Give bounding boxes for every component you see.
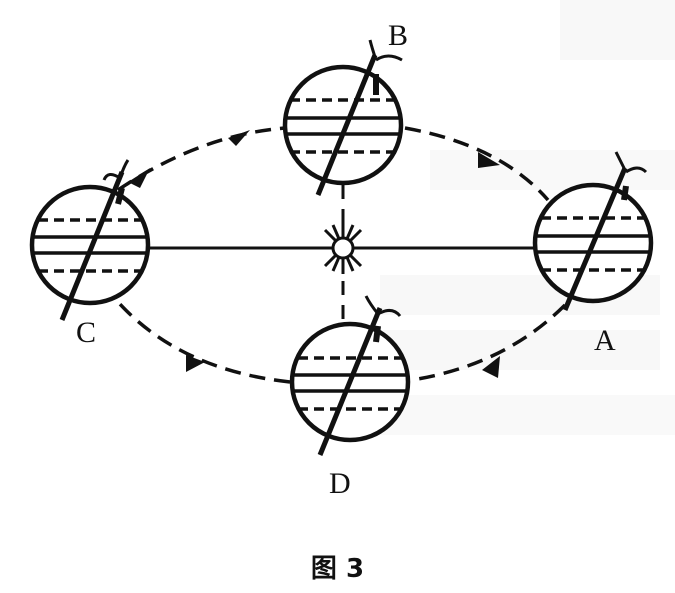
arrow-icon	[482, 356, 500, 378]
label-point-d: D	[329, 467, 351, 500]
orbit-direction-arrows	[128, 130, 500, 378]
arrow-icon	[186, 355, 205, 372]
orbit-arc-d-to-c	[116, 300, 291, 384]
earth-position-c	[29, 159, 151, 321]
arrow-icon	[478, 152, 500, 168]
figure-caption: 图 3	[310, 554, 365, 584]
earth-position-a	[532, 151, 654, 311]
orbit-arc-c-to-b	[117, 126, 286, 192]
sun-icon	[317, 222, 369, 274]
label-point-a: A	[594, 324, 616, 357]
label-point-b: B	[388, 19, 408, 52]
orbit-arc-a-to-d	[411, 303, 567, 382]
arrow-icon	[228, 130, 250, 146]
earth-position-b	[282, 39, 404, 196]
orbit-path	[116, 126, 567, 384]
orbit-arc-b-to-a	[404, 126, 550, 202]
label-point-c: C	[76, 316, 96, 349]
earth-position-d	[289, 295, 411, 456]
arrow-icon	[128, 168, 150, 188]
